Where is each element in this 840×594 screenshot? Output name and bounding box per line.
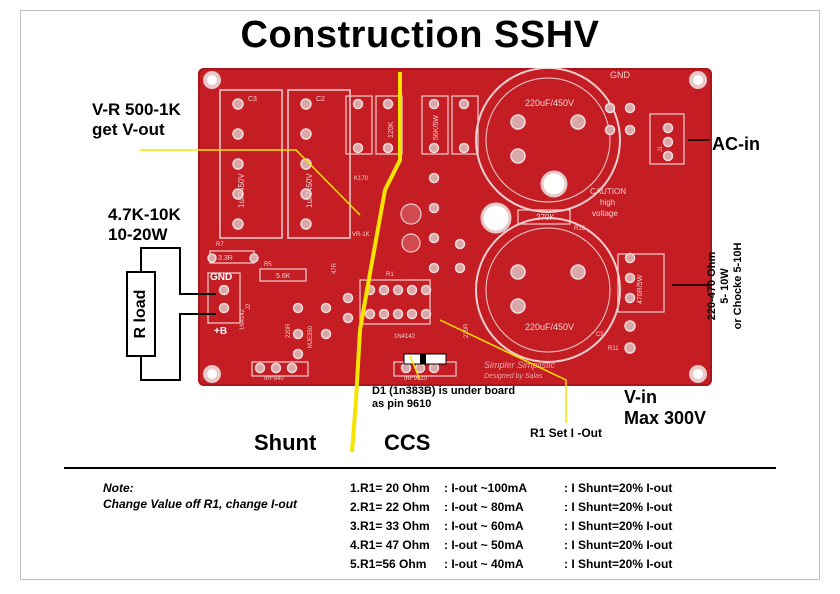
v-in-annotation: V-in Max 300V xyxy=(624,387,707,428)
note-heading: Note: xyxy=(103,481,134,495)
ac-in-label: AC-in xyxy=(712,134,760,154)
svg-text:R5: R5 xyxy=(264,262,272,268)
svg-text:IRF9610: IRF9610 xyxy=(404,376,428,382)
svg-text:GND: GND xyxy=(610,70,631,80)
shunt-label: Shunt xyxy=(254,430,317,455)
d1-annotation: D1 (1n383B) is under board as pin 9610 xyxy=(372,385,516,410)
cap2-label: 220uF/450V xyxy=(525,322,574,332)
svg-text:MJE350: MJE350 xyxy=(308,325,314,348)
cap1-label: 220uF/450V xyxy=(525,98,574,108)
svg-text:5.6K: 5.6K xyxy=(276,273,291,280)
rload-wire-bottom xyxy=(140,313,216,381)
svg-text:VR-1K: VR-1K xyxy=(352,232,370,238)
svg-text:C5: C5 xyxy=(596,332,604,338)
electrolytic-cap-1 xyxy=(475,67,621,213)
svg-text:J2: J2 xyxy=(246,303,252,310)
svg-text:+B: +B xyxy=(214,326,227,337)
film-cap-c3 xyxy=(219,89,283,239)
svg-text:R11: R11 xyxy=(608,346,619,352)
electrolytic-cap-2 xyxy=(475,217,621,363)
shunt-ccs-divider xyxy=(350,72,402,453)
vr-annotation: V-R 500-1K get V-out xyxy=(92,100,181,139)
brand-label: Simpler Simplistic xyxy=(484,360,556,370)
svg-text:120K: 120K xyxy=(388,121,395,138)
page-frame xyxy=(20,10,820,580)
svg-text:C3: C3 xyxy=(248,96,257,103)
note-text: Change Value off R1, change I-out xyxy=(103,497,298,511)
svg-text:220R: 220R xyxy=(286,323,292,338)
r1-set-label: R1 Set I -Out xyxy=(530,426,603,440)
load-rating-annotation: 4.7K-10K 10-20W xyxy=(108,205,181,244)
svg-text:high: high xyxy=(600,198,615,207)
pcb-board: 220uF/450V 220uF/450V C3 C2 1uF/450V 1uF… xyxy=(198,67,712,386)
film-cap-c2 xyxy=(287,89,351,239)
svg-text:GND: GND xyxy=(210,272,232,283)
svg-text:R1: R1 xyxy=(386,272,394,278)
svg-text:1uF/450V: 1uF/450V xyxy=(305,173,314,208)
svg-text:C2: C2 xyxy=(316,96,325,103)
svg-text:470R/5W: 470R/5W xyxy=(637,274,644,304)
vr-leader-line xyxy=(140,149,361,216)
svg-text:47R: 47R xyxy=(332,262,338,274)
svg-text:56K/5W: 56K/5W xyxy=(433,115,440,140)
mounting-holes xyxy=(203,71,707,383)
svg-text:1N4142: 1N4142 xyxy=(240,308,246,330)
svg-text:220R: 220R xyxy=(464,323,470,338)
section-divider xyxy=(64,467,776,469)
page-title: Construction SSHV xyxy=(240,14,600,56)
r-load-box: R load xyxy=(126,271,156,357)
svg-text:1uF/450V: 1uF/450V xyxy=(237,173,246,208)
svg-text:IRF840: IRF840 xyxy=(264,376,284,382)
svg-text:270K: 270K xyxy=(536,213,555,222)
svg-text:J1: J1 xyxy=(658,145,664,152)
ccs-label: CCS xyxy=(384,430,431,455)
svg-text:3.3R: 3.3R xyxy=(218,255,233,262)
svg-text:Designed by Salas: Designed by Salas xyxy=(484,373,543,380)
svg-text:R12: R12 xyxy=(574,226,586,232)
svg-text:voltage: voltage xyxy=(592,209,618,218)
svg-text:K170: K170 xyxy=(354,176,369,182)
r1-leader-line xyxy=(439,319,567,423)
svg-text:CAUTION: CAUTION xyxy=(590,187,626,196)
svg-text:1N4142: 1N4142 xyxy=(394,334,416,340)
svg-text:R7: R7 xyxy=(216,242,224,248)
rload-wire-top xyxy=(140,247,216,295)
